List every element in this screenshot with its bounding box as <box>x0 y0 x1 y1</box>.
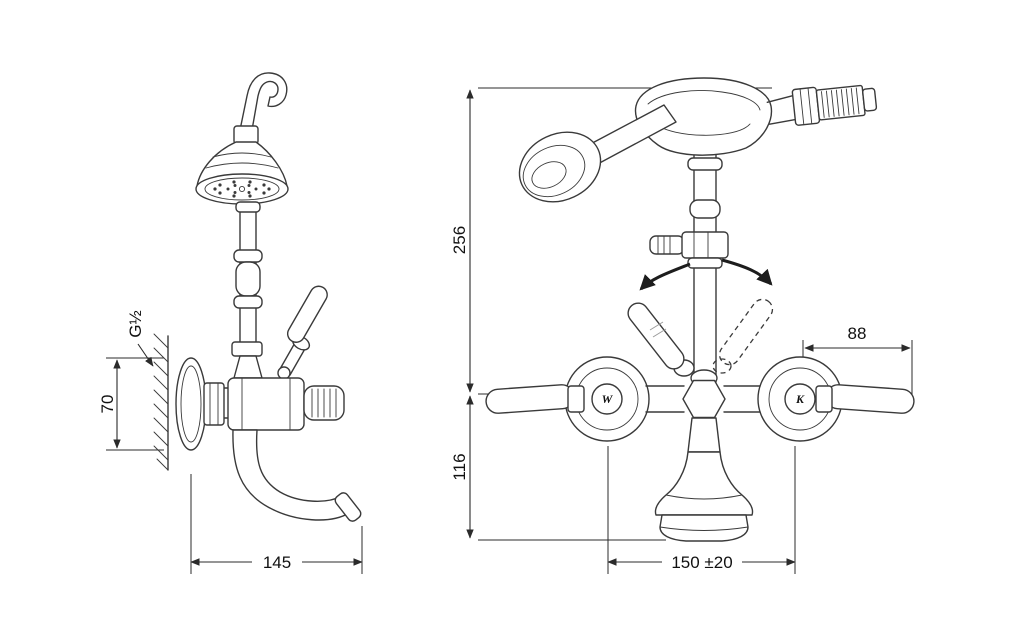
left-valve: W <box>485 356 650 442</box>
dim-label-88: 88 <box>848 324 867 343</box>
spray-face-dots <box>213 180 271 198</box>
dim-label-150: 150 ±20 <box>671 553 732 572</box>
dim-spout-reach: 145 <box>190 474 363 574</box>
swivel-arrow-left <box>639 262 691 291</box>
diverter-lever <box>627 302 685 370</box>
thread-label: G½ <box>126 310 145 337</box>
front-view: W K <box>485 77 915 542</box>
mixer-body <box>645 369 761 419</box>
right-valve: K <box>757 356 915 442</box>
riser-column-side <box>231 201 263 379</box>
dim-label-116: 116 <box>450 453 469 480</box>
swivel-arrows <box>639 258 773 291</box>
left-lever <box>485 384 575 414</box>
side-view <box>153 72 362 522</box>
tub-spout-front <box>654 417 754 542</box>
swivel-arrow-right <box>721 258 773 286</box>
lever-handle-side <box>277 285 328 380</box>
right-lever <box>825 384 915 414</box>
hose-nipple <box>766 84 878 126</box>
hot-index-letter: W <box>602 392 614 406</box>
hose-union-stub <box>649 235 685 255</box>
shower-cradle <box>634 77 773 156</box>
cold-index-letter: K <box>795 392 805 406</box>
thread-leader-arrow <box>137 343 154 367</box>
tub-spout-side <box>232 429 362 522</box>
hand-shower-side <box>195 125 289 205</box>
dim-label-256: 256 <box>450 226 469 254</box>
dim-center-distance: 150 ±20 <box>607 446 796 574</box>
wall-hatching <box>153 333 169 471</box>
dim-lower-height: 116 <box>450 395 666 541</box>
dim-label-70: 70 <box>98 395 117 414</box>
dim-label-145: 145 <box>263 553 291 572</box>
riser-column-front <box>649 149 729 383</box>
valve-body-side <box>227 377 345 431</box>
wall-flange <box>175 357 229 451</box>
riser-coupling-nut <box>681 231 729 259</box>
shower-hook <box>239 72 288 131</box>
diverter-levers <box>627 298 774 377</box>
dim-flange-height: 70 <box>98 357 164 451</box>
hand-shower-front <box>518 104 677 203</box>
dim-thread-callout: G½ <box>126 310 154 367</box>
center-hex-nut <box>682 379 726 419</box>
diverter-lever-ghost <box>718 298 774 366</box>
